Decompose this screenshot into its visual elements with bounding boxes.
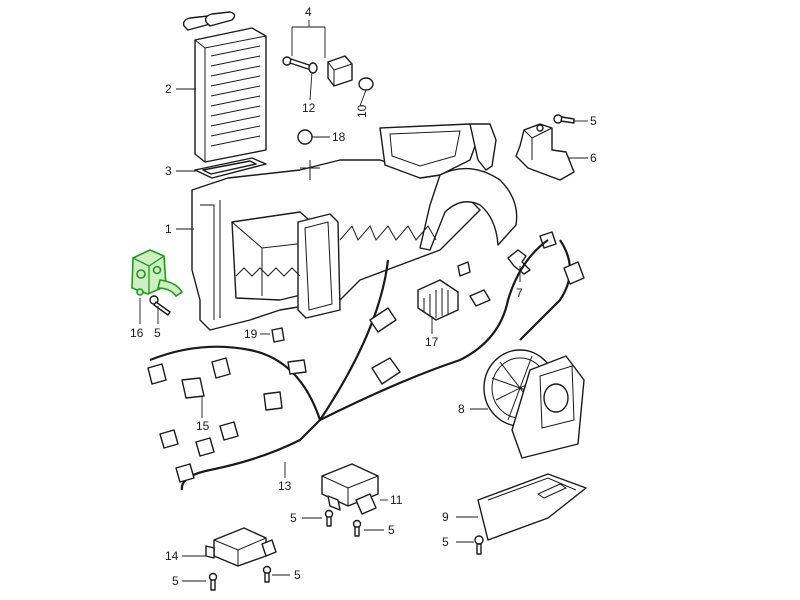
- callout-5-mid-left: 5: [290, 511, 297, 525]
- screw-14a[interactable]: [208, 572, 218, 591]
- blower-resistor-17[interactable]: [417, 261, 491, 321]
- callout-3: 3: [165, 164, 172, 178]
- callout-12: 12: [302, 101, 316, 115]
- callout-5-top: 5: [590, 114, 597, 128]
- clip-18[interactable]: [297, 129, 313, 145]
- control-unit-11[interactable]: [321, 463, 379, 515]
- callout-5-left: 5: [154, 326, 161, 340]
- leader-lines: [139, 20, 588, 582]
- callout-8: 8: [458, 402, 465, 416]
- callout-16: 16: [130, 326, 144, 340]
- screw-9[interactable]: [474, 535, 484, 555]
- screw-4[interactable]: [282, 56, 313, 71]
- callout-labels: 2 3 1 4 12 10 18 5 6 7 17 16 5 19 8 15 1…: [130, 5, 597, 588]
- callout-2: 2: [165, 82, 172, 96]
- control-unit-14[interactable]: [205, 527, 277, 567]
- callout-5-right: 5: [442, 535, 449, 549]
- screw-11b[interactable]: [352, 519, 362, 537]
- heater-core[interactable]: [182, 11, 267, 163]
- callout-14: 14: [165, 549, 179, 563]
- callout-11: 11: [390, 493, 403, 507]
- heater-housing[interactable]: [191, 123, 518, 331]
- callout-9: 9: [442, 510, 449, 524]
- callout-5-mid-right: 5: [388, 523, 395, 537]
- o-ring-10[interactable]: [358, 77, 374, 91]
- wiring-harness[interactable]: [147, 239, 585, 491]
- cover-9[interactable]: [477, 473, 587, 541]
- flap-actuator-16-highlighted[interactable]: [131, 249, 184, 298]
- callout-5-bottom-right: 5: [294, 568, 301, 582]
- heater-core-gasket[interactable]: [194, 157, 267, 179]
- callout-1: 1: [165, 222, 172, 236]
- callout-17: 17: [425, 335, 439, 349]
- callout-4: 4: [305, 5, 312, 19]
- screw-16[interactable]: [149, 295, 171, 316]
- plug-19[interactable]: [271, 327, 285, 343]
- screw-14b[interactable]: [262, 565, 272, 583]
- callout-6: 6: [590, 151, 597, 165]
- screw-6[interactable]: [553, 114, 575, 124]
- callout-19: 19: [244, 327, 258, 341]
- screw-11a[interactable]: [324, 509, 334, 527]
- callout-13: 13: [278, 479, 292, 493]
- valve-unit-6[interactable]: [515, 123, 575, 181]
- flap-actuator-4[interactable]: [327, 55, 353, 87]
- callout-10: 10: [355, 104, 369, 118]
- callout-7: 7: [516, 286, 523, 300]
- callout-15: 15: [196, 419, 210, 433]
- o-ring-12[interactable]: [308, 62, 318, 74]
- callout-5-bottom-left: 5: [172, 574, 179, 588]
- callout-18: 18: [332, 130, 346, 144]
- blower-motor[interactable]: [483, 349, 585, 459]
